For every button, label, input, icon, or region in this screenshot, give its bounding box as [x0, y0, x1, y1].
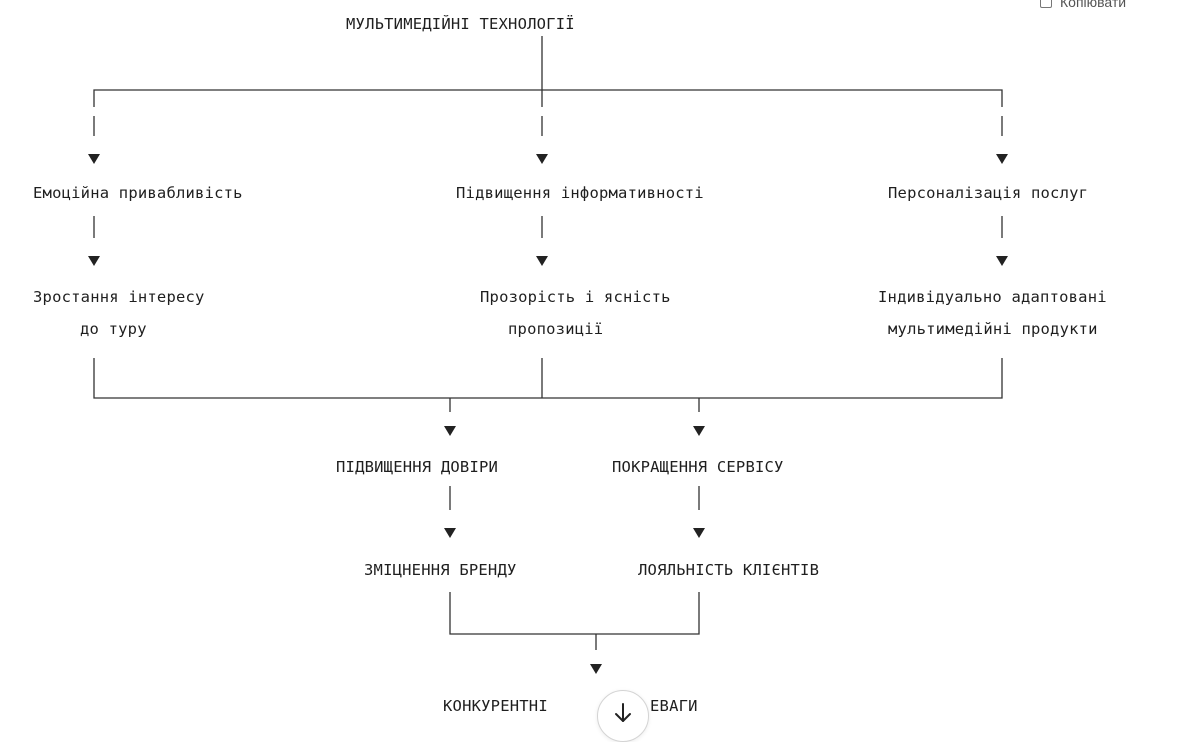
outcome-clarity-line1: Прозорість і ясність [480, 288, 671, 306]
result-node-loyalty: ЛОЯЛЬНІСТЬ КЛІЄНТІВ [638, 561, 820, 579]
outcome-adapted-line1: Індивідуально адаптовані [878, 288, 1107, 306]
connector-lines [88, 36, 1008, 674]
outcome-adapted-line2: мультимедійні продукти [888, 320, 1098, 338]
outcome-interest-line2: до туру [80, 320, 147, 338]
branch-title-personalization: Персоналізація послуг [888, 184, 1089, 202]
root-node: МУЛЬТИМЕДІЙНІ ТЕХНОЛОГІЇ [346, 15, 575, 33]
branch-title-emotional: Емоційна привабливість [33, 184, 243, 202]
outcome-clarity-line2: пропозиції [508, 320, 604, 338]
middle-node-service: ПОКРАЩЕННЯ СЕРВІСУ [612, 458, 784, 476]
outcome-interest-line1: Зростання інтересу [33, 288, 205, 306]
arrow-down-icon [615, 703, 631, 722]
scroll-down-button[interactable] [597, 690, 649, 742]
final-node-right: ЕВАГИ [650, 697, 698, 715]
branch-title-informative: Підвищення інформативності [456, 184, 704, 202]
copy-button-label: Копіювати [1060, 0, 1127, 10]
middle-node-trust: ПІДВИЩЕННЯ ДОВІРИ [336, 458, 499, 476]
copy-icon [1040, 0, 1052, 8]
diagram-canvas: МУЛЬТИМЕДІЙНІ ТЕХНОЛОГІЇ Емоційна приваб… [33, 15, 1107, 715]
result-node-brand: ЗМІЦНЕННЯ БРЕНДУ [364, 561, 517, 579]
copy-button[interactable]: Копіювати [1040, 0, 1195, 16]
arrowheads [88, 154, 1008, 674]
final-node-left: КОНКУРЕНТНІ [443, 697, 558, 715]
